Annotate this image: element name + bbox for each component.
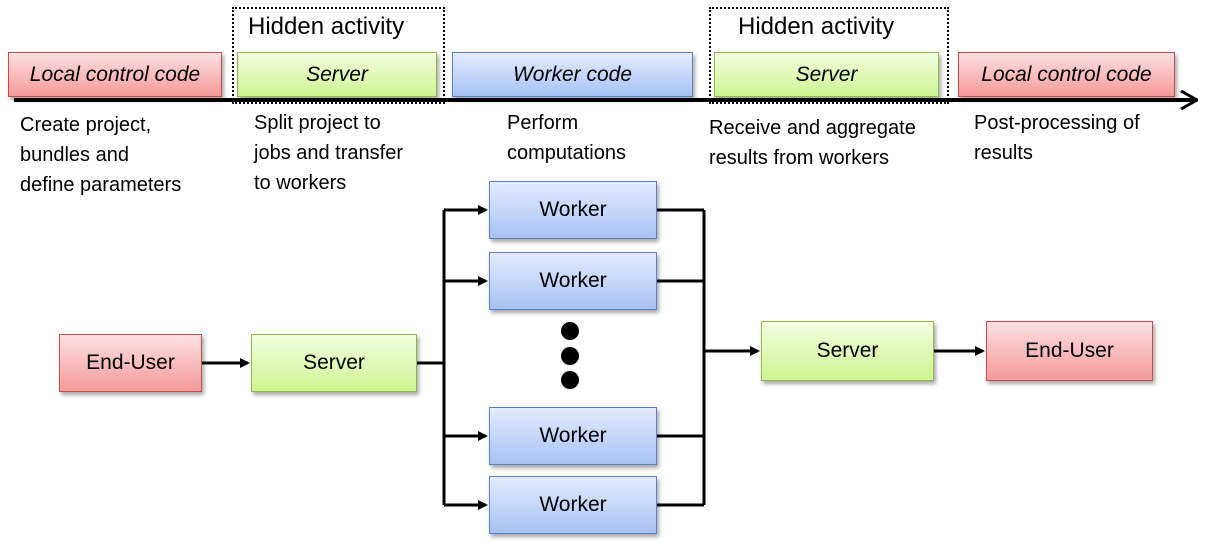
- server-aggregate: Server: [761, 321, 934, 381]
- stage-description-2: Split project to jobs and transfer to wo…: [254, 112, 403, 194]
- end-user-sink: End-User: [986, 321, 1153, 381]
- hidden-activity-frame-1: [232, 7, 445, 104]
- stage-local-control-code-end: Local control code: [958, 52, 1175, 97]
- stage-local-control-code-start: Local control code: [8, 52, 222, 97]
- hidden-activity-title-2: Hidden activity: [738, 13, 895, 40]
- ellipsis-dot-3: [561, 371, 579, 389]
- hidden-activity-frame-2: [709, 7, 949, 104]
- stage-description-3: Perform computations: [507, 112, 626, 164]
- worker-4: Worker: [489, 476, 657, 534]
- worker-2: Worker: [489, 252, 657, 310]
- worker-1: Worker: [489, 181, 657, 239]
- worker-3: Worker: [489, 407, 657, 465]
- stage-description-1: Create project, bundles and define param…: [20, 114, 182, 196]
- stage-worker-code: Worker code: [452, 52, 693, 97]
- server-dispatch: Server: [251, 334, 417, 392]
- stage-description-4: Receive and aggregate results from worke…: [709, 117, 916, 169]
- end-user-source: End-User: [59, 334, 202, 392]
- stage-server-split: Server: [237, 52, 437, 97]
- stage-server-aggregate: Server: [714, 52, 939, 97]
- stage-description-5: Post-processing of results: [974, 112, 1140, 164]
- ellipsis-dot-2: [561, 347, 579, 365]
- hidden-activity-title-1: Hidden activity: [248, 13, 405, 40]
- ellipsis-dot-1: [561, 322, 579, 340]
